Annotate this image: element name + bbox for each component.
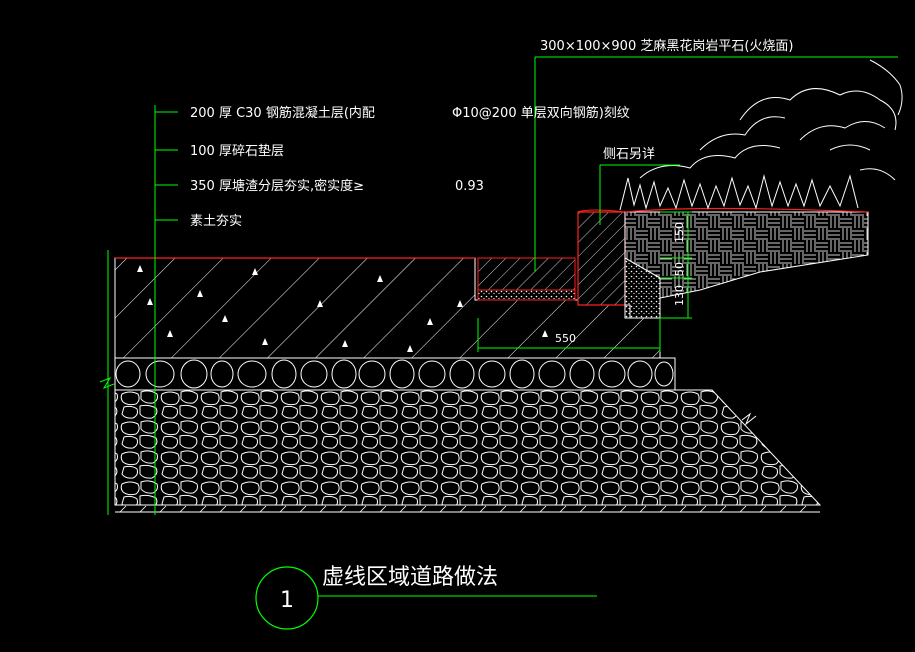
gravel-layer [114,357,676,391]
planting-area [624,207,869,299]
callout-concrete: 200 厚 C30 钢筋混凝土层(内配 [190,105,375,121]
concrete-slab [114,257,661,359]
callout-base: 350 厚塘渣分层夯实,密实度≥ [190,178,364,194]
callout-base-density: 0.93 [455,179,484,194]
shrub-illustration [619,59,903,211]
title-text: 虚线区域道路做法 [322,565,498,590]
callout-soil: 素土夯实 [190,214,242,229]
callout-curb: 侧石另详 [603,147,655,162]
leader-lines [107,56,898,515]
break-mark-left [99,376,115,390]
callout-concrete-rebar: Φ10@200 单层双向钢筋)刻纹 [452,105,630,121]
dim-h2: 50 [673,262,686,276]
dim-width: 550 [555,332,576,345]
compacted-soil-layer [114,389,822,513]
title-block: 1 虚线区域道路做法 [255,565,597,630]
callout-gravel: 100 厚碎石垫层 [190,143,284,159]
title-number: 1 [280,588,294,613]
dim-h1: 150 [673,222,686,243]
callout-granite: 300×100×900 芝麻黑花岗岩平石(火烧面) [540,38,794,54]
paving-stone [477,257,576,301]
dim-h3: 130 [673,285,686,306]
